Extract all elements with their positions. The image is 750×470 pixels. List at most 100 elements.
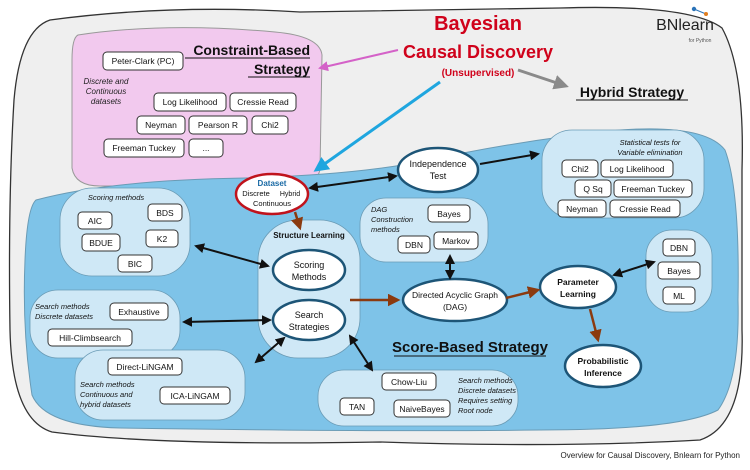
score-label: BDS xyxy=(156,208,174,218)
constraint-note-2: Continuous xyxy=(86,87,126,96)
method-box-neyman: Neyman xyxy=(136,115,186,135)
search2-box-direct-lingam: Direct-LiNGAM xyxy=(107,357,183,376)
search1-box-hill-climbsearch: Hill-Climbsearch xyxy=(47,328,133,347)
dag-line1: Directed Acyclic Graph xyxy=(412,290,498,300)
dag-box-markov: Markov xyxy=(433,231,479,250)
score-box-bds: BDS xyxy=(147,203,183,222)
constraint-note-3: datasets xyxy=(91,97,121,106)
dataset-continuous: Continuous xyxy=(253,199,291,208)
search3-note-3: Requires setting xyxy=(458,396,513,405)
parameter-line1: Parameter xyxy=(557,277,599,287)
search3-box-bg xyxy=(381,372,437,391)
score-based-heading: Score-Based Strategy xyxy=(392,339,549,356)
method-box-cressie-read: Cressie Read xyxy=(229,92,297,112)
method-box-bg xyxy=(102,51,184,71)
method-box-bg xyxy=(229,92,297,112)
arrow-search1-cloud xyxy=(182,315,272,327)
dag-ellipse xyxy=(401,277,509,323)
method-box-bg xyxy=(188,115,248,135)
param-label: ML xyxy=(673,291,685,301)
search3-box-naive-bayes: NaiveBayes xyxy=(393,399,451,418)
method-label: Freeman Tuckey xyxy=(112,143,176,153)
param-label: DBN xyxy=(670,243,688,253)
scoring-note: Scoring methods xyxy=(88,193,145,202)
bnlearn-logo: BNlearn for Python xyxy=(656,6,714,44)
stat-box-bg xyxy=(557,199,607,218)
stat-box-chi2: Chi2 xyxy=(561,159,599,178)
dag-box-bg xyxy=(427,204,471,223)
footer-caption: Overview for Causal Discovery, Bnlearn f… xyxy=(561,451,740,460)
arrow-to-hybrid xyxy=(517,68,569,90)
score-label: BDUE xyxy=(89,238,113,248)
method-box-bg xyxy=(103,138,185,158)
search2-note-2: Continuous and xyxy=(80,390,133,399)
search3-label: Chow-Liu xyxy=(391,377,427,387)
dag-box-bg xyxy=(433,231,479,250)
scoring-methods-ellipse xyxy=(271,248,347,292)
stat-tests-note-1: Statistical tests for xyxy=(620,138,681,147)
dataset-hybrid: Hybrid xyxy=(280,191,300,198)
dataset-ellipse xyxy=(234,172,310,216)
independence-line1: Independence xyxy=(409,159,466,169)
scoring-methods-line1: Scoring xyxy=(294,260,325,270)
independence-ellipse xyxy=(396,146,480,194)
score-box-bg xyxy=(147,203,183,222)
stat-box-cressie-read: Cressie Read xyxy=(609,199,681,218)
search3-box-chow-liu: Chow-Liu xyxy=(381,372,437,391)
arrow-dataset-independence xyxy=(308,172,398,192)
search1-label: Exhaustive xyxy=(118,307,160,317)
arrow-dag-parameter xyxy=(505,286,541,300)
scoring-methods-node: Scoring Methods xyxy=(271,248,347,292)
score-box-k2: K2 xyxy=(145,229,179,248)
dag-line2: (DAG) xyxy=(443,302,467,312)
param-box-ml: ML xyxy=(662,286,696,305)
search2-label: Direct-LiNGAM xyxy=(116,362,173,372)
title-causal-discovery: Causal Discovery xyxy=(403,42,553,62)
parameter-line2: Learning xyxy=(560,289,596,299)
stat-box-bg xyxy=(609,199,681,218)
method-box-more: ... xyxy=(188,138,224,158)
param-box-bg xyxy=(662,286,696,305)
stat-box-freeman-tuckey: Freeman Tuckey xyxy=(613,179,693,198)
stat-box-q-sq: Q Sq xyxy=(574,179,612,198)
dag-note-1: DAG xyxy=(371,205,387,214)
method-label: Neyman xyxy=(145,120,177,130)
constraint-heading-1: Constraint-Based xyxy=(193,42,310,58)
method-box-bg xyxy=(251,115,289,135)
param-label: Bayes xyxy=(667,266,691,276)
scoring-methods-line2: Methods xyxy=(292,272,327,282)
hybrid-heading: Hybrid Strategy xyxy=(580,84,684,100)
stat-box-bg xyxy=(600,159,674,178)
dag-label: Markov xyxy=(442,236,471,246)
search1-box-bg xyxy=(109,302,169,321)
method-box-peter-clark: Peter-Clark (PC) xyxy=(102,51,184,71)
arrow-scoring-cloud xyxy=(194,243,270,269)
method-box-freeman-tuckey: Freeman Tuckey xyxy=(103,138,185,158)
search2-note-3: hybrid datasets xyxy=(80,400,131,409)
search3-box-bg xyxy=(393,399,451,418)
stat-box-log-likelihood: Log Likelihood xyxy=(600,159,674,178)
search2-box-bg xyxy=(107,357,183,376)
dataset-discrete: Discrete xyxy=(242,189,270,198)
constraint-note-1: Discrete and xyxy=(84,77,129,86)
search1-box-exhaustive: Exhaustive xyxy=(109,302,169,321)
logo-tagline: for Python xyxy=(689,38,712,44)
search2-label: ICA-LiNGAM xyxy=(170,391,219,401)
score-label: AIC xyxy=(88,216,102,226)
search-strategies-line2: Strategies xyxy=(289,322,330,332)
stat-box-bg xyxy=(561,159,599,178)
search3-label: NaiveBayes xyxy=(399,404,444,414)
probabilistic-inference-ellipse xyxy=(563,343,643,389)
arrow-parameter-methods xyxy=(612,259,656,278)
search2-box-ica-lingam: ICA-LiNGAM xyxy=(159,386,231,405)
param-box-bayes: Bayes xyxy=(657,261,701,280)
stat-box-bg xyxy=(574,179,612,198)
search3-box-tan: TAN xyxy=(339,397,375,416)
method-label: Chi2 xyxy=(261,120,279,130)
score-box-bdue: BDUE xyxy=(81,233,121,252)
probabilistic-line1: Probabilistic xyxy=(577,356,628,366)
dag-box-bayes: Bayes xyxy=(427,204,471,223)
method-box-bg xyxy=(136,115,186,135)
dag-box-bg xyxy=(397,235,431,254)
